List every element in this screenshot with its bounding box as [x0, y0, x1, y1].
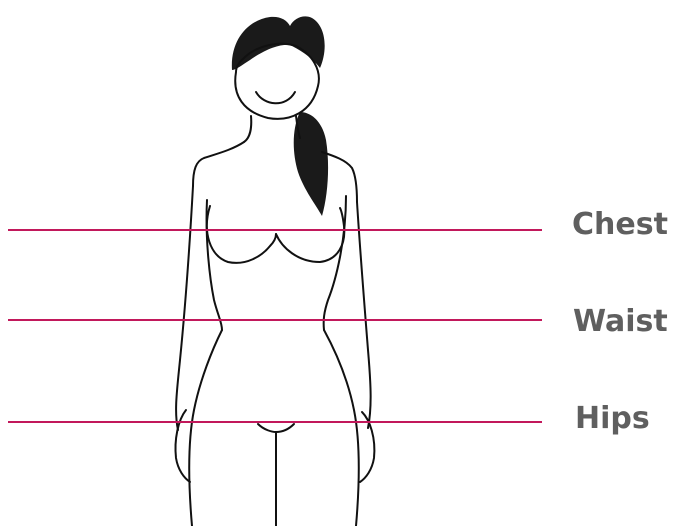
hips-label: Hips — [575, 404, 650, 434]
face-outline — [235, 44, 319, 119]
smile — [256, 92, 295, 103]
waist-label: Waist — [573, 307, 668, 337]
chest-label: Chest — [572, 210, 668, 240]
right-arm-outer — [357, 202, 371, 428]
right-breast — [276, 208, 344, 262]
hair — [232, 16, 328, 216]
ponytail — [294, 112, 328, 216]
left-arm-inner — [207, 200, 222, 330]
face — [235, 44, 319, 119]
left-hand — [175, 410, 190, 482]
shoulder-left — [193, 142, 244, 186]
right-waist — [324, 330, 359, 526]
left-waist — [189, 330, 222, 526]
torso — [189, 206, 359, 526]
left-breast — [207, 206, 276, 263]
left-arm-outer — [176, 186, 193, 430]
neck-shoulders — [193, 116, 357, 202]
measurement-lines — [8, 230, 542, 422]
crotch-curve — [258, 424, 294, 432]
neck-left — [244, 116, 251, 142]
